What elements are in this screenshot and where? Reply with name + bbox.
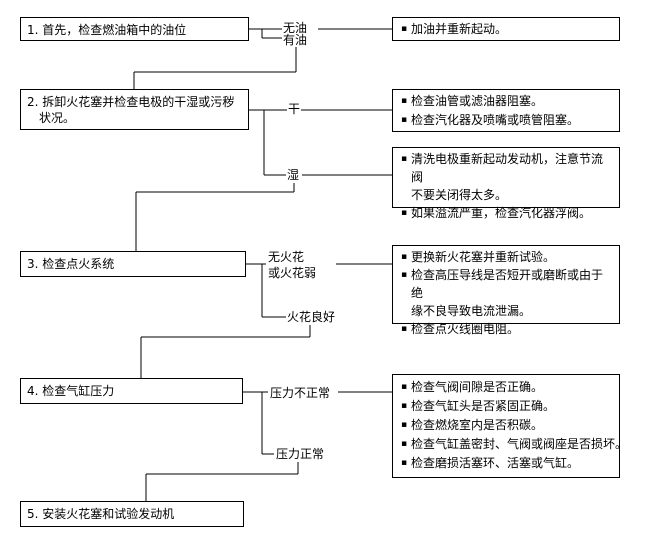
action-box-wet: 清洗电极重新起动发动机，注意节流阀 不要关闭得太多。 如果溢流严重，检查汽化器浮…: [392, 147, 620, 222]
action-item: 更换新火花塞并重新试验。: [401, 248, 611, 266]
action-box-dry: 检查油管或滤油器阻塞。 检查汽化器及喷嘴或喷管阻塞。: [392, 89, 620, 132]
action-item: 检查点火线圈电阻。: [401, 320, 611, 338]
action-item: 检查磨损活塞环、活塞或气缸。: [401, 454, 611, 473]
action-item: 检查油管或滤油器阻塞。: [401, 92, 611, 111]
step-2-text-line-2: 状况。: [39, 111, 76, 125]
action-item: 检查燃烧室内是否积碳。: [401, 416, 611, 435]
step-1-text: 1. 首先，检查燃油箱中的油位: [27, 23, 187, 37]
branch-label-wet: 湿: [287, 168, 300, 182]
step-3-text: 3. 检查点火系统: [27, 257, 115, 271]
branch-label-normal-pressure: 压力正常: [276, 447, 325, 461]
action-item: 检查高压导线是否短开或磨断或由于绝 缘不良导致电流泄漏。: [401, 266, 611, 320]
branch-label-abnormal-pressure: 压力不正常: [270, 386, 331, 400]
step-3-box: 3. 检查点火系统: [20, 251, 246, 277]
action-item: 检查汽化器及喷嘴或喷管阻塞。: [401, 111, 611, 130]
step-2-text-line-1: 2. 拆卸火花塞并检查电极的干湿或污秽: [27, 95, 235, 109]
action-item: 检查气阀间隙是否正确。: [401, 378, 611, 397]
step-5-text: 5. 安装火花塞和试验发动机: [27, 507, 175, 521]
action-item: 加油并重新起动。: [401, 20, 611, 39]
step-4-text: 4. 检查气缸压力: [27, 384, 115, 398]
action-box-no-fuel: 加油并重新起动。: [392, 17, 620, 41]
branch-label-no-spark-line-1: 无火花: [268, 250, 305, 264]
action-box-abnormal-pressure: 检查气阀间隙是否正确。 检查气缸头是否紧固正确。 检查燃烧室内是否积碳。 检查气…: [392, 374, 627, 478]
step-5-box: 5. 安装火花塞和试验发动机: [20, 501, 244, 527]
action-item: 检查气缸头是否紧固正确。: [401, 397, 611, 416]
step-1-box: 1. 首先，检查燃油箱中的油位: [20, 17, 249, 41]
branch-label-dry: 干: [288, 102, 301, 116]
branch-label-good-spark: 火花良好: [287, 310, 336, 324]
action-item: 如果溢流严重，检查汽化器浮阀。: [401, 204, 611, 222]
step-2-box: 2. 拆卸火花塞并检查电极的干湿或污秽 状况。: [20, 89, 249, 130]
branch-label-no-spark-line-2: 或火花弱: [268, 266, 317, 280]
branch-label-has-fuel: 有油: [283, 33, 308, 47]
action-item: 清洗电极重新起动发动机，注意节流阀 不要关闭得太多。: [401, 150, 611, 204]
action-box-no-spark: 更换新火花塞并重新试验。 检查高压导线是否短开或磨断或由于绝 缘不良导致电流泄漏…: [392, 245, 620, 338]
action-item: 检查气缸盖密封、气阀或阀座是否损坏。: [401, 435, 627, 454]
step-4-box: 4. 检查气缸压力: [20, 378, 243, 404]
branch-label-no-fuel: 无油: [283, 21, 308, 35]
